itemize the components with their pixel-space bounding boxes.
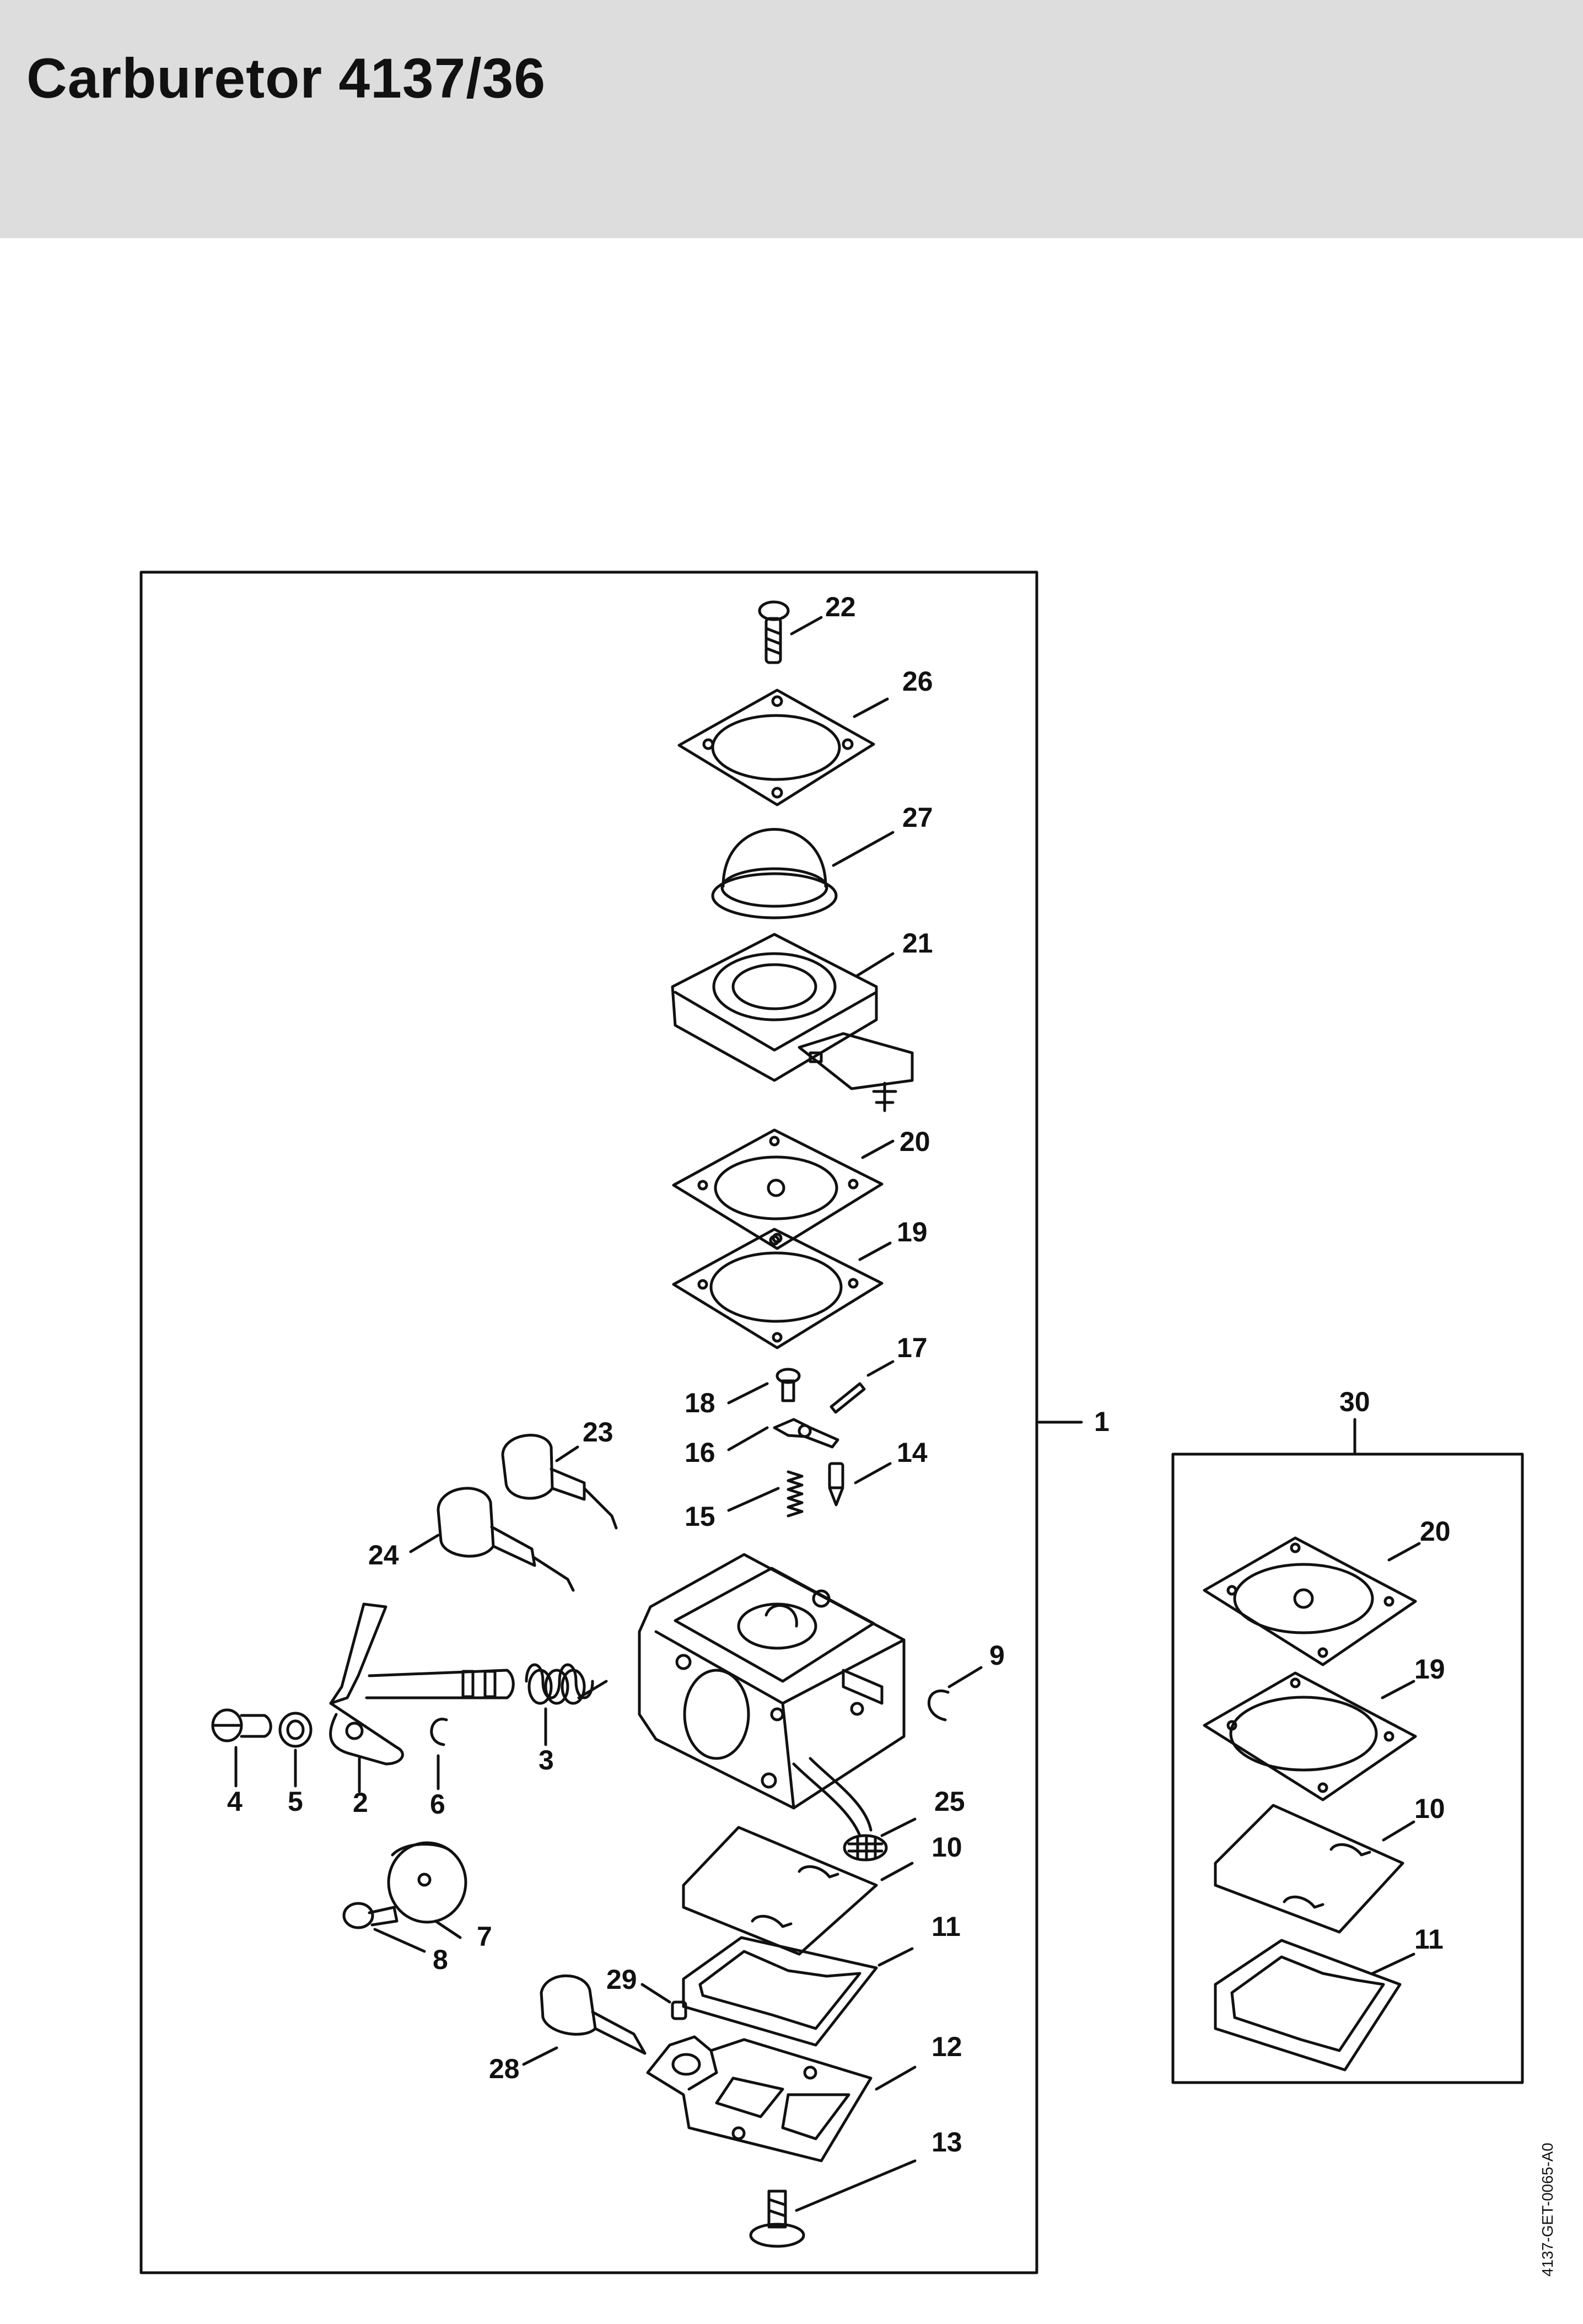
callout-14: 14 (897, 1437, 928, 1468)
callout-12: 12 (932, 2031, 962, 2062)
callout-1: 1 (1094, 1406, 1110, 1437)
part-plate-7 (387, 1841, 467, 1924)
part-screw-18 (776, 1368, 801, 1402)
kit-callout-20: 20 (1420, 1516, 1451, 1547)
kit-part-gasket-19 (1203, 1671, 1417, 1801)
part-clip-9 (927, 1690, 950, 1722)
part-gasket-19 (672, 1228, 884, 1349)
kit-part-diaphragm-10 (1214, 1804, 1404, 1934)
callout-10: 10 (932, 1832, 962, 1863)
kit-frame (1171, 1452, 1524, 2084)
callout-16: 16 (685, 1437, 715, 1468)
part-spring-3 (525, 1663, 594, 1705)
callout-13: 13 (932, 2127, 962, 2158)
callout-3: 3 (539, 1745, 554, 1776)
callout-23: 23 (583, 1417, 613, 1448)
part-needle-14 (828, 1462, 844, 1507)
callout-9: 9 (989, 1640, 1005, 1671)
callout-27: 27 (902, 802, 933, 833)
part-clip-6 (430, 1718, 448, 1746)
callout-18: 18 (685, 1387, 715, 1418)
page-title: Carburetor 4137/36 (26, 47, 546, 110)
main-assembly-frame (139, 571, 1038, 2274)
callout-15: 15 (685, 1501, 715, 1532)
callout-17: 17 (897, 1332, 928, 1363)
kit-callout-19: 19 (1414, 1654, 1445, 1685)
part-spring-15 (787, 1470, 804, 1518)
part-throttle-shaft-2 (329, 1602, 515, 1766)
part-plug-29 (671, 2000, 687, 2020)
part-diaphragm-10 (682, 1826, 878, 1956)
callout-8: 8 (433, 1944, 448, 1975)
callout-26: 26 (902, 666, 933, 697)
kit-callout-10: 10 (1414, 1793, 1445, 1824)
part-screw-22 (758, 600, 790, 664)
part-adjusting-screw-24 (437, 1487, 575, 1592)
header-bar: Carburetor 4137/36 (0, 0, 1583, 238)
callout-6: 6 (430, 1789, 445, 1820)
callout-19: 19 (897, 1217, 928, 1247)
part-pump-cover-21 (671, 933, 914, 1112)
part-idle-screw-28 (540, 1974, 647, 2055)
callout-22: 22 (825, 591, 856, 622)
callout-4: 4 (227, 1786, 243, 1817)
kit-callout-11: 11 (1414, 1924, 1444, 1955)
part-screw-4 (211, 1708, 272, 1742)
callout-20: 20 (900, 1126, 930, 1157)
part-pin-17 (830, 1382, 866, 1414)
callout-labels: 1 30 22 26 27 21 20 19 17 18 16 14 15 23… (227, 591, 1451, 2158)
part-adjusting-screw-23 (501, 1434, 618, 1530)
callout-24: 24 (368, 1540, 399, 1570)
part-carburetor-body (638, 1553, 906, 1837)
part-filter-25 (843, 1834, 888, 1862)
callout-29: 29 (606, 1964, 637, 1995)
kit-part-gasket-11 (1214, 1939, 1402, 2072)
part-screw-13 (749, 2189, 805, 2248)
callout-28: 28 (489, 2053, 520, 2084)
callout-2: 2 (353, 1787, 368, 1818)
kit-part-diaphragm-20 (1203, 1536, 1417, 1666)
part-lever-16 (773, 1418, 839, 1449)
part-gasket-11 (682, 1936, 878, 2047)
part-end-cover-12 (646, 2035, 873, 2162)
part-diaphragm-20 (672, 1128, 884, 1250)
callout-5: 5 (288, 1786, 303, 1817)
drawing-code: 4137-GET-0065-A0 (1539, 2143, 1556, 2277)
callout-7: 7 (477, 1921, 492, 1952)
callout-30: 30 (1339, 1386, 1370, 1417)
callout-11: 11 (932, 1911, 961, 1942)
callout-25: 25 (934, 1786, 965, 1817)
part-washer-5 (278, 1712, 313, 1748)
part-screw-8 (342, 1902, 399, 1929)
part-gasket-26 (677, 688, 875, 806)
callout-21: 21 (902, 928, 933, 959)
part-primer-bulb-27 (711, 828, 838, 919)
